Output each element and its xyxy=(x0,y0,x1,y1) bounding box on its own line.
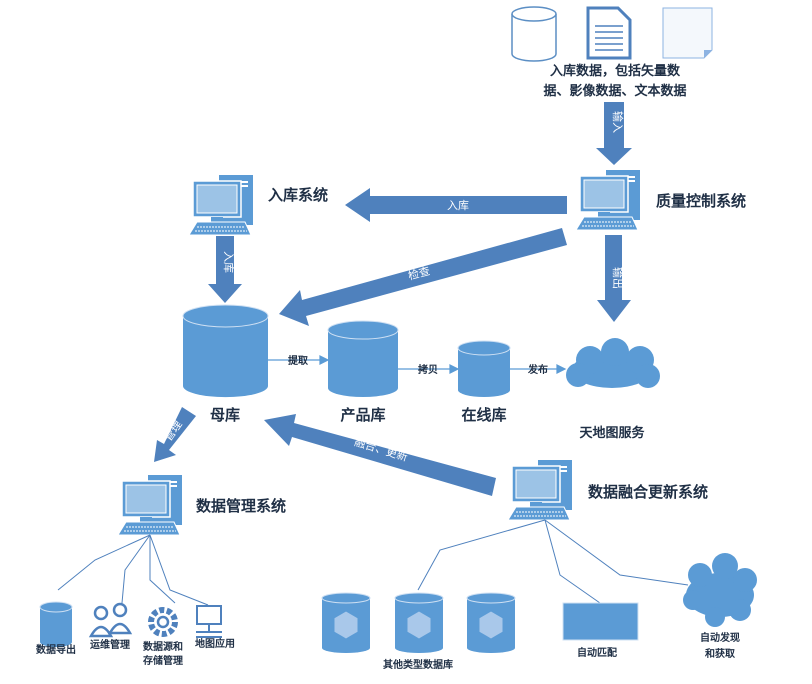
arrow-to-quality-label: 输入 xyxy=(611,111,625,133)
arrow-quality-out xyxy=(597,235,631,322)
sources-caption-line1: 入库数据，包括矢量数 xyxy=(550,63,681,79)
arrow-ingest xyxy=(345,188,567,222)
database-outline-icon xyxy=(511,6,557,62)
arrow-ingest-label: 入库 xyxy=(447,199,469,212)
arrow-manage xyxy=(154,407,196,462)
tianditu-label: 天地图服务 xyxy=(579,425,645,441)
arrow-quality-out-label: 输出 xyxy=(611,267,625,289)
publish-label: 发布 xyxy=(527,363,548,376)
master-db-label: 母库 xyxy=(210,406,240,424)
arrow-check-label: 检查 xyxy=(407,264,432,283)
data-management-label: 数据管理系统 xyxy=(196,497,286,515)
cloud-icon xyxy=(566,338,660,388)
database-icon xyxy=(39,601,73,647)
quality-control-label: 质量控制系统 xyxy=(656,192,746,210)
online-db-label: 在线库 xyxy=(461,406,506,424)
online-db-icon xyxy=(457,340,511,397)
gear-icon xyxy=(148,607,178,637)
master-db-icon xyxy=(182,304,269,398)
mgmt-item-ops: 运维管理 xyxy=(90,638,130,651)
other-db-icons xyxy=(321,592,516,653)
cube-database-icon xyxy=(394,592,444,653)
arrow-fusion xyxy=(264,414,496,496)
product-db-icon xyxy=(327,320,399,397)
auto-discover-label: 自动发现 xyxy=(700,631,740,644)
mgmt-item-source: 数据源和 xyxy=(143,640,183,653)
cube-database-icon xyxy=(321,592,371,653)
arrow-to-quality xyxy=(596,102,632,165)
arrow-ingest-down-label: 入库 xyxy=(222,251,235,273)
network-monitor-icon xyxy=(196,605,222,638)
copy-label: 拷贝 xyxy=(418,363,438,376)
auto-match-box xyxy=(562,602,639,641)
fusion-computer-icon xyxy=(507,459,573,521)
sources-caption-line2: 据、影像数据、文本数据 xyxy=(543,83,686,99)
arrow-check xyxy=(279,228,567,326)
ingest-system-label: 入库系统 xyxy=(268,186,328,204)
mgmt-item-source-line2: 存储管理 xyxy=(143,654,183,667)
mgmt-item-export: 数据导出 xyxy=(36,643,76,656)
fusion-system-label: 数据融合更新系统 xyxy=(588,483,708,501)
auto-discover-label-line2: 和获取 xyxy=(704,647,736,660)
discovery-cloud-icon xyxy=(683,553,757,627)
extract-label: 提取 xyxy=(288,354,309,367)
arrow-ingest-down xyxy=(208,236,242,303)
cube-database-icon xyxy=(466,592,516,653)
ingest-system-computer-icon xyxy=(188,174,254,236)
other-db-label: 其他类型数据库 xyxy=(383,658,453,671)
auto-match-label: 自动匹配 xyxy=(577,646,617,659)
users-icon xyxy=(88,602,133,638)
document-icon xyxy=(586,6,632,60)
product-db-label: 产品库 xyxy=(340,406,385,424)
mgmt-item-map: 地图应用 xyxy=(195,637,235,650)
data-management-computer-icon xyxy=(117,474,183,536)
blank-page-icon xyxy=(662,7,713,59)
quality-control-computer-icon xyxy=(575,169,641,231)
